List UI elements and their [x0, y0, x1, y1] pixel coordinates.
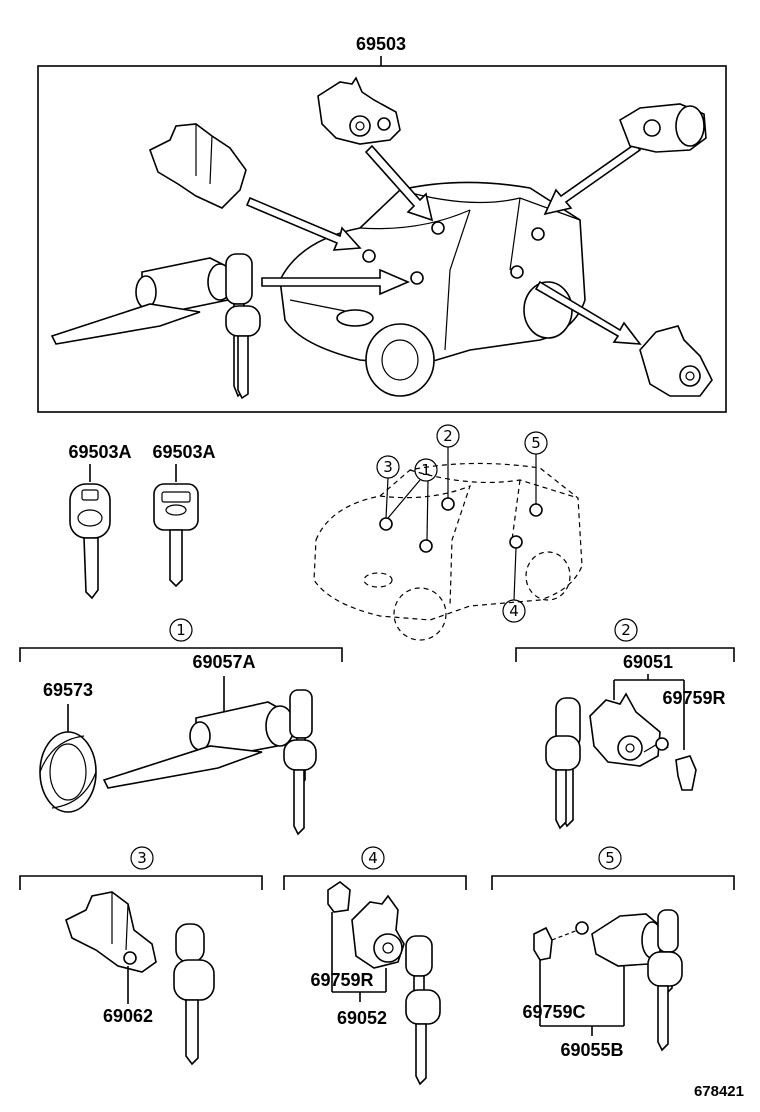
key-a-illustration	[69, 483, 111, 600]
group3-marker: 3	[137, 849, 147, 867]
group5-bracket	[491, 875, 735, 890]
hood-lock-top	[149, 123, 247, 209]
group4-assembly-label[interactable]: 69052	[337, 1008, 387, 1028]
lock-point-back-door	[531, 227, 545, 241]
group4-clip-label[interactable]: 69759R	[310, 970, 373, 990]
group2-marker-circle	[614, 618, 638, 642]
location-callout-3: 3	[376, 455, 400, 519]
svg-text:5: 5	[531, 434, 541, 452]
key-b-illustration	[153, 483, 199, 588]
location-callout-1: 1	[387, 458, 438, 541]
main-assembly-label[interactable]: 69503	[356, 34, 406, 54]
location-callout-2: 2	[436, 424, 460, 498]
group4-bracket	[283, 875, 467, 890]
group1-key-2	[283, 739, 317, 836]
group2-assembly-leader	[613, 674, 685, 750]
group3-key-2	[173, 959, 215, 1066]
group2-clip-label[interactable]: 69759R	[662, 688, 725, 708]
group5-back-door-lock-illustration	[551, 913, 663, 967]
group5-clip-illustration	[533, 926, 553, 961]
location-callout-4: 4	[502, 547, 526, 623]
group5-assembly-label[interactable]: 69055B	[560, 1040, 623, 1060]
group1-marker-circle	[169, 618, 193, 642]
group2-key-2	[545, 735, 581, 830]
group3-marker-circle	[130, 846, 154, 870]
group5-leaders	[539, 960, 625, 1036]
key-top-2	[225, 305, 261, 400]
group5-marker-circle	[598, 846, 622, 870]
group4-door-lock-illustration	[351, 894, 405, 969]
group5-marker: 5	[605, 849, 615, 867]
key-b-label[interactable]: 69503A	[152, 442, 215, 462]
svg-text:3: 3	[383, 458, 393, 476]
group4-clip-illustration	[327, 881, 351, 913]
ignition-cylinder-top	[50, 257, 233, 345]
lock-point-door-left	[362, 249, 376, 263]
lock-point-roof	[431, 221, 445, 235]
door-lock-assembly-top	[317, 76, 401, 145]
group4-marker: 4	[368, 849, 378, 867]
group4-key-2	[405, 989, 441, 1086]
vehicle-top-illustration	[279, 181, 586, 397]
group5-clip-label[interactable]: 69759C	[522, 1002, 585, 1022]
group1-marker: 1	[176, 621, 186, 639]
svg-text:2: 2	[443, 427, 453, 445]
group1-bracket	[19, 647, 343, 662]
assembly-arrows	[245, 142, 642, 345]
group4-marker-circle	[361, 846, 385, 870]
group3-bracket	[19, 875, 263, 890]
svg-text:4: 4	[509, 602, 519, 620]
group5-key-2	[647, 951, 683, 1052]
group2-bracket	[515, 647, 735, 662]
key-a-label[interactable]: 69503A	[68, 442, 131, 462]
group2-marker: 2	[621, 621, 631, 639]
ignition-cylinder-illustration	[102, 701, 295, 789]
svg-text:1: 1	[421, 461, 431, 479]
location-callout-5: 5	[524, 431, 548, 504]
group2-door-lock-illustration	[589, 692, 697, 791]
lock-point-ignition	[410, 271, 424, 285]
hood-lock-illustration	[65, 891, 157, 973]
group1-cylinder-label[interactable]: 69057A	[192, 652, 255, 672]
group4-leaders	[331, 912, 387, 1002]
illustration-number: 678421	[694, 1083, 744, 1100]
group1-ring-label[interactable]: 69573	[43, 680, 93, 700]
group2-assembly-label[interactable]: 69051	[623, 652, 673, 672]
group3-assembly-label[interactable]: 69062	[103, 1006, 153, 1026]
back-door-lock-top	[619, 103, 707, 153]
ring-illustration	[39, 731, 97, 813]
lock-point-door-right	[510, 265, 524, 279]
door-lock-assembly-lower	[639, 325, 713, 397]
main-assembly-frame	[37, 65, 727, 413]
